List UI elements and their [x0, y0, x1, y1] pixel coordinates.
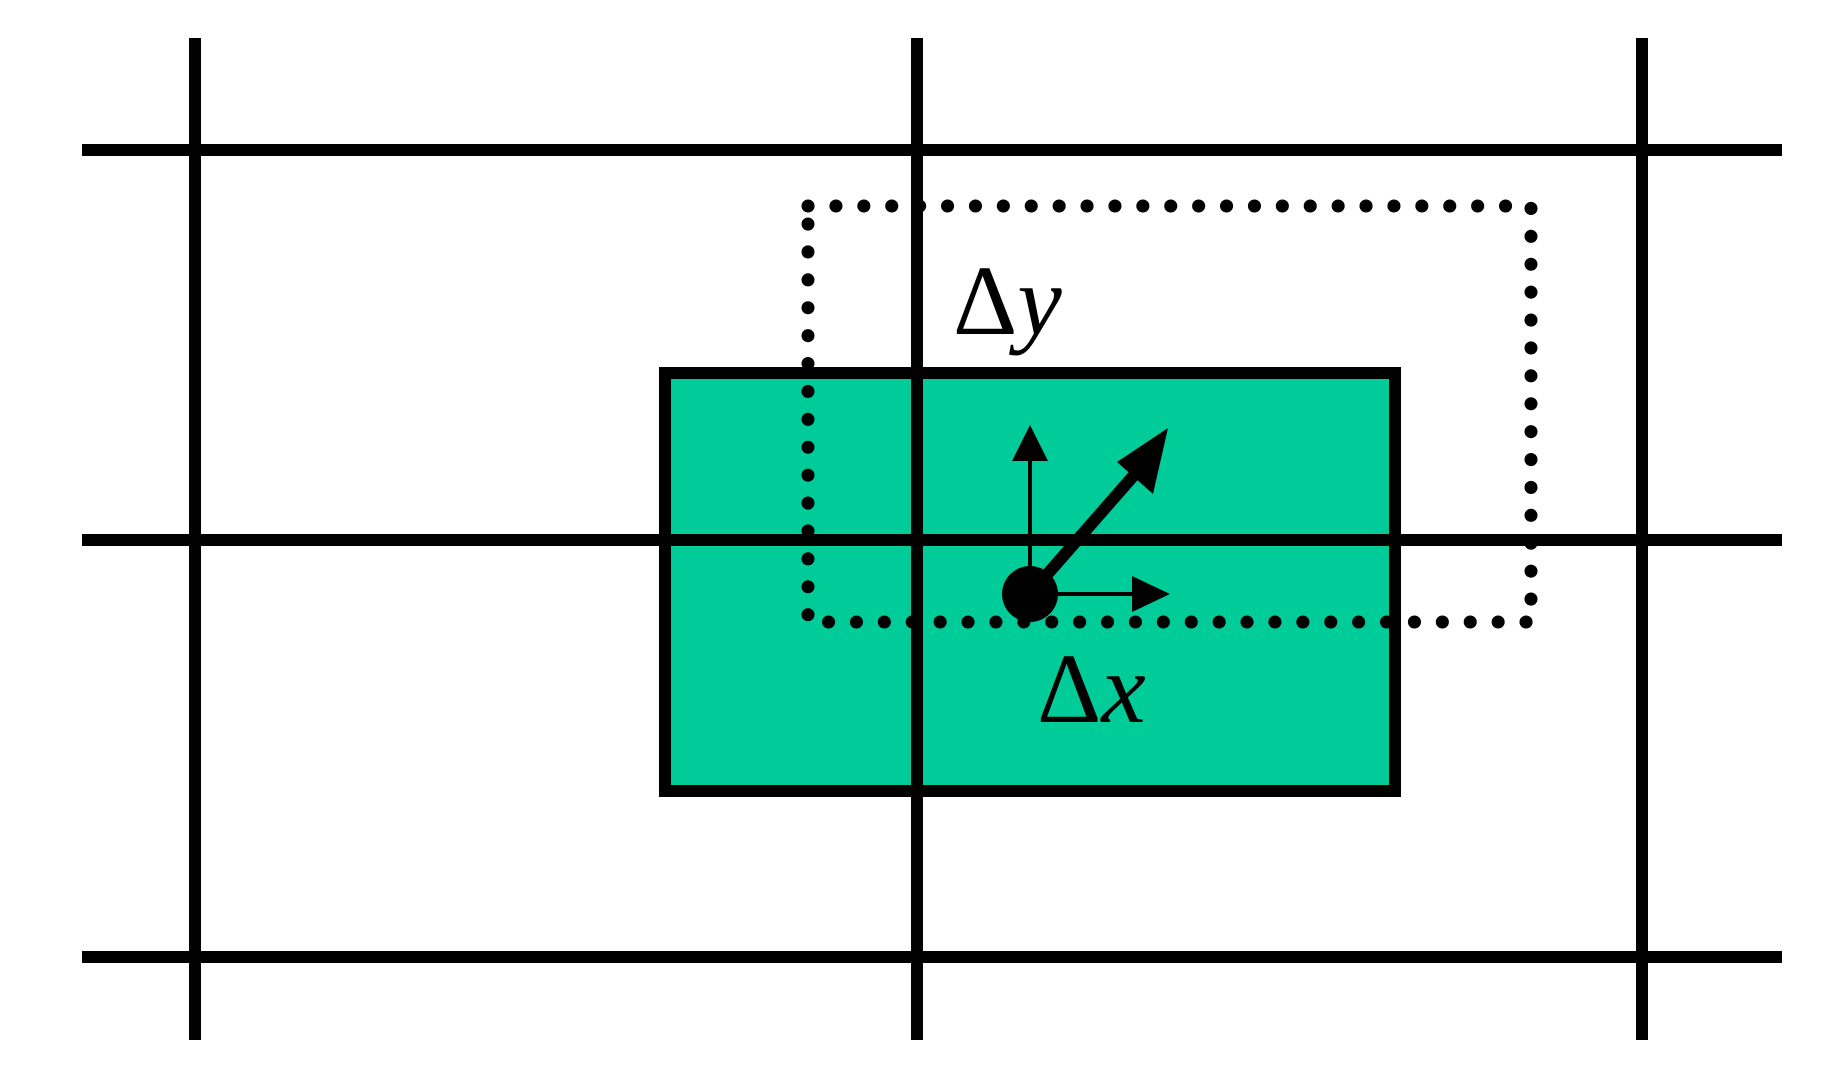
displaced-cell-outline: [801, 199, 1538, 629]
cell-center-point: [1002, 566, 1058, 622]
delta-x-label: Δx: [1037, 633, 1146, 744]
displacement-arrow: [1025, 428, 1168, 598]
delta-y-label: Δy: [953, 245, 1062, 356]
